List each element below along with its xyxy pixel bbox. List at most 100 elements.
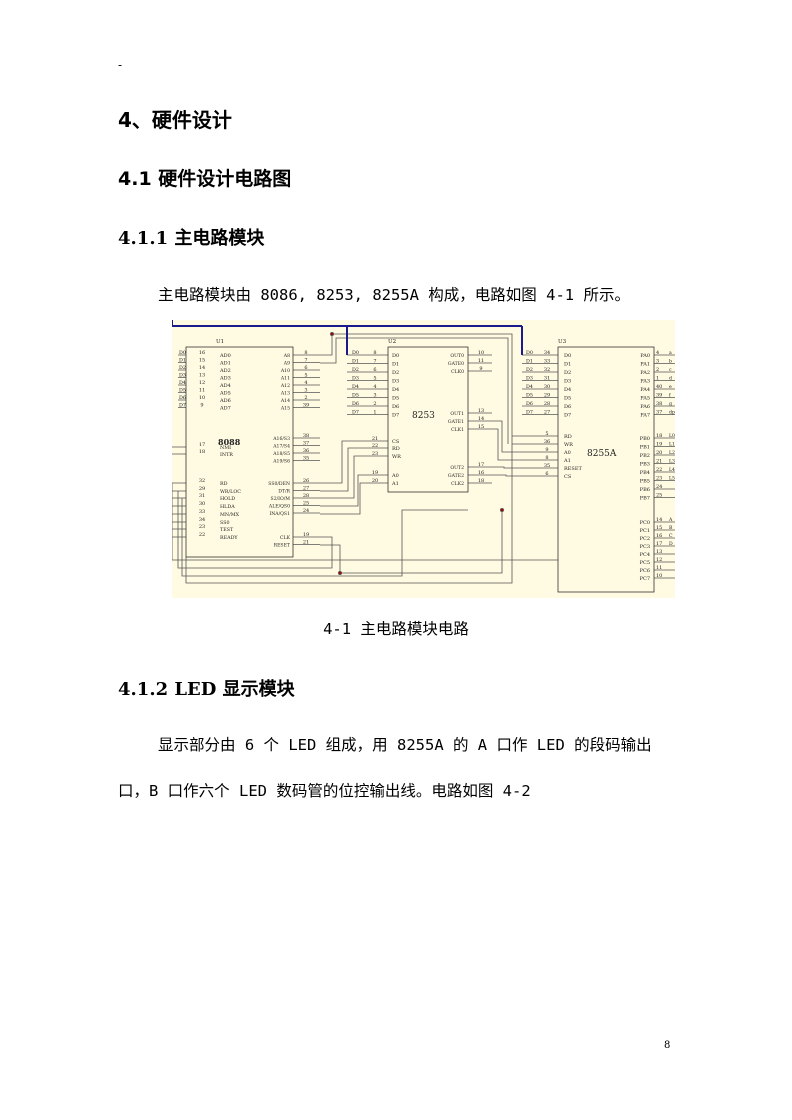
sub1-paragraph: 主电路模块由 8086, 8253, 8255A 构成，电路如图 4-1 所示。 xyxy=(158,286,630,304)
u3-bus-label: D3 xyxy=(526,376,533,382)
u1-right-pin-num: 3 xyxy=(304,388,307,394)
u3-pb-pin-num: 25 xyxy=(656,493,662,499)
u3-data-pin-label: D2 xyxy=(564,370,571,376)
u1-ctrl-pin-label: WR/LOC xyxy=(220,489,241,495)
u2-bus-label: D1 xyxy=(352,359,359,365)
u2-data-pin-num: 3 xyxy=(373,393,376,399)
wire-a0-u3 xyxy=(492,420,512,453)
u3-data-pin-label: D0 xyxy=(564,353,571,359)
u3-bus-label: D5 xyxy=(526,393,533,399)
u2-right-pin-label: GATE0 xyxy=(448,361,464,367)
chip-u3-ref: U3 xyxy=(558,339,567,345)
u3-bus-label: D0 xyxy=(526,350,533,356)
u1-right-pin-label: A13 xyxy=(280,391,290,397)
u1-bus-label: D3 xyxy=(179,373,186,379)
u2-right-pin-num: 16 xyxy=(478,470,484,476)
u3-ctrl-pin-num: 35 xyxy=(544,463,550,469)
u2-data-pin-label: D0 xyxy=(392,353,399,359)
u2-ctrl-pin-num: 21 xyxy=(372,436,378,442)
u2-right-pin-label: GATE1 xyxy=(448,419,464,425)
u2-ctrl-pin-label: CS xyxy=(392,439,400,445)
u3-pb-pin-label: PB7 xyxy=(640,496,650,502)
u3-pa-seg-label: f xyxy=(669,393,671,399)
u3-pa-seg-label: e xyxy=(669,385,672,390)
wire-a-wr xyxy=(320,337,509,444)
u2-ctrl-pin-label: A1 xyxy=(391,481,399,487)
u3-bus-label: D1 xyxy=(526,359,533,365)
u1-right-pin-label: INA/QS1 xyxy=(269,511,290,517)
u2-ctrl-pin-num: 19 xyxy=(372,470,378,476)
u2-bus-label: D7 xyxy=(352,410,359,416)
u2-right-pin-num: 9 xyxy=(479,366,482,372)
u3-pb-pin-num: 22 xyxy=(656,467,662,473)
u1-data-pin-label: AD1 xyxy=(219,361,231,367)
u3-pb-pin-num: 18 xyxy=(656,433,662,439)
wire-reset-u3 xyxy=(492,466,512,469)
u3-ctrl-pin-num: 36 xyxy=(544,439,550,445)
u3-data-pin-num: 32 xyxy=(544,367,550,373)
u1-bus-label: D2 xyxy=(179,365,186,371)
u1-ctrl-pin-label: NMI xyxy=(220,445,231,451)
u1-data-pin-num: 12 xyxy=(199,380,205,386)
u3-pa-pin-num: 3 xyxy=(656,359,659,365)
u1-ctrl-pin-label: READY xyxy=(220,535,238,541)
u1-ctrl-pin-label: HLDA xyxy=(220,504,235,510)
u3-pa-pin-num: 39 xyxy=(656,393,662,399)
u1-ctrl-pin-num: 30 xyxy=(199,501,205,507)
u3-data-pin-num: 33 xyxy=(544,359,550,365)
wire-a1-u3 xyxy=(492,428,512,461)
u3-ctrl-pin-label: A1 xyxy=(563,458,571,464)
u2-data-pin-label: D7 xyxy=(392,413,399,419)
u3-data-pin-label: D4 xyxy=(564,387,571,393)
section-heading: 4、硬件设计 xyxy=(118,108,232,132)
page-number: 8 xyxy=(664,1040,671,1051)
u3-ctrl-pin-label: CS xyxy=(564,474,572,480)
u3-data-pin-label: D5 xyxy=(564,396,571,402)
u3-pb-pin-label: PB4 xyxy=(640,470,650,476)
u2-data-pin-label: D3 xyxy=(392,379,399,385)
junction-dot xyxy=(329,331,334,336)
u3-data-pin-num: 27 xyxy=(544,410,550,416)
u1-ctrl-pin-num: 29 xyxy=(199,486,205,492)
u3-pc-pin-num: 17 xyxy=(656,541,662,547)
u1-data-pin-label: AD5 xyxy=(219,391,231,397)
u3-pc-net-label: C xyxy=(669,533,673,539)
u2-right-pin-num: 17 xyxy=(478,462,484,468)
u3-pb-pin-num: 21 xyxy=(656,459,662,465)
u2-bus-label: D0 xyxy=(352,350,359,356)
u1-right-pin-num: 2 xyxy=(304,395,307,401)
u1-right-pin-num: 25 xyxy=(303,501,309,507)
u3-pa-seg-label: dp xyxy=(669,410,675,416)
u3-pa-seg-label: g xyxy=(669,402,672,407)
u1-ctrl-pin-num: 17 xyxy=(199,442,205,448)
u1-right-pin-label: A15 xyxy=(280,406,290,412)
u1-data-pin-num: 13 xyxy=(199,373,205,379)
u1-right-pin-label: A16/S3 xyxy=(272,436,290,442)
u3-pa-pin-num: 37 xyxy=(656,410,662,416)
u3-pc-pin-num: 14 xyxy=(656,517,662,523)
u3-data-pin-label: D6 xyxy=(564,404,571,410)
u1-bus-label: D6 xyxy=(179,395,186,401)
u3-ctrl-pin-num: 8 xyxy=(545,455,548,461)
u3-pc-pin-label: PC7 xyxy=(640,576,650,582)
u1-ctrl-pin-num: 23 xyxy=(199,524,205,530)
u3-pb-net-label: L5 xyxy=(669,476,675,482)
u2-right-pin-label: GATE2 xyxy=(448,473,464,479)
u3-pc-pin-num: 16 xyxy=(656,533,662,539)
u2-right-pin-num: 10 xyxy=(478,350,484,356)
u1-ctrl-pin-num: 18 xyxy=(199,449,205,455)
u1-right-pin-label: S2/IO/M xyxy=(271,496,291,502)
u2-right-pin-num: 15 xyxy=(478,424,484,430)
u1-ctrl-pin-num: 33 xyxy=(199,509,205,515)
u2-data-pin-num: 6 xyxy=(373,367,376,373)
wire-a1-u2 xyxy=(320,482,362,515)
u3-bus-label: D6 xyxy=(526,401,533,407)
u2-data-pin-num: 1 xyxy=(373,410,376,416)
u2-ctrl-pin-label: WR xyxy=(392,454,401,460)
u3-pb-net-label: L3 xyxy=(669,459,675,465)
u3-data-pin-num: 30 xyxy=(544,384,550,390)
u1-right-pin-num: 21 xyxy=(303,540,309,546)
u3-data-pin-label: D3 xyxy=(564,379,571,385)
u1-ctrl-pin-num: 32 xyxy=(199,478,205,484)
u3-pc-pin-label: PC2 xyxy=(640,536,650,542)
